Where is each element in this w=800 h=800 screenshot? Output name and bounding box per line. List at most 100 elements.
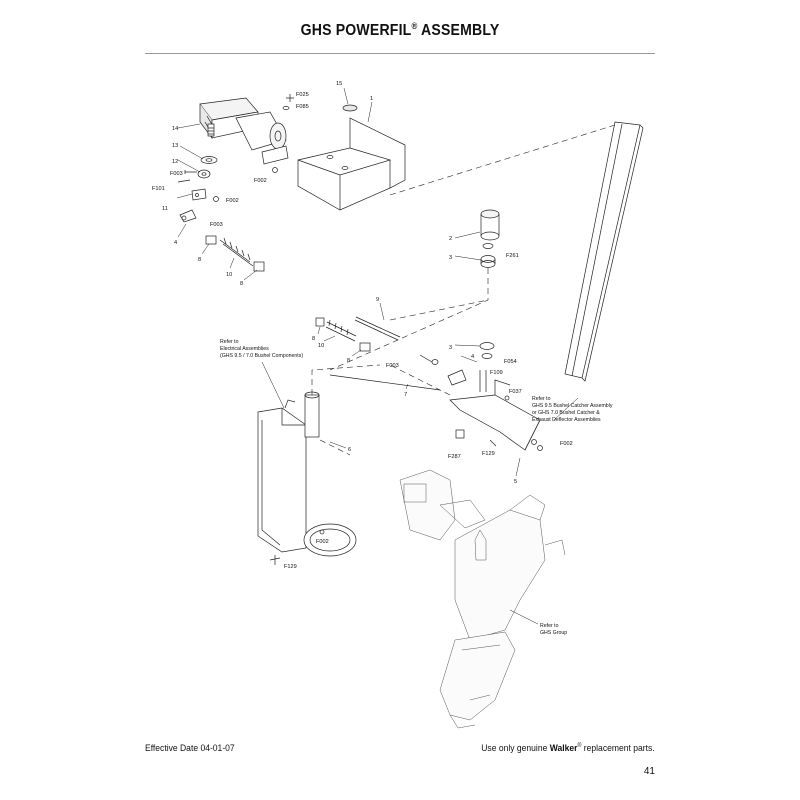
callout-10-b: 10 — [318, 343, 324, 349]
washer-F054 — [481, 353, 493, 359]
callout-F002-b: F002 — [254, 178, 267, 184]
housing-part-6 — [257, 391, 357, 557]
note-electrical: Refer to Electrical Assemblies (GHS 9.5 … — [220, 339, 303, 359]
genuine-parts-notice: Use only genuine Walker® replacement par… — [482, 743, 655, 754]
callout-8-a: 8 — [198, 257, 201, 263]
bushing-3b — [479, 342, 495, 350]
callout-F003-c: F003 — [386, 363, 399, 369]
catcher-frame-bar — [564, 121, 644, 382]
notice-prefix: Use only genuine — [481, 743, 551, 755]
header-rule — [145, 53, 655, 54]
callout-F287: F287 — [448, 454, 461, 460]
callout-F129-a: F129 — [482, 451, 495, 457]
callout-10-a: 10 — [226, 272, 232, 278]
screw-F037 — [504, 395, 510, 401]
effective-date: Effective Date 04-01-07 — [145, 743, 235, 754]
callout-8-d: 8 — [347, 358, 350, 364]
bolt-F101 — [177, 179, 191, 183]
brand-registered-mark: ® — [577, 743, 582, 749]
note-electrical-line-3: (GHS 9.5 / 7.0 Bushel Components) — [220, 353, 303, 359]
page-number: 41 — [643, 766, 655, 777]
callout-F025: F025 — [296, 92, 309, 98]
rod-end-4b — [447, 369, 467, 386]
callout-2: 2 — [449, 236, 452, 242]
collar-8c — [315, 317, 325, 327]
callout-3-a: 3 — [449, 255, 452, 261]
washer-13 — [200, 156, 218, 164]
note-catcher: Refer to GHS 9.5 Bushel Catcher Assembly… — [532, 396, 613, 423]
callout-9: 9 — [376, 297, 379, 303]
nut-12 — [197, 169, 211, 179]
rod-7 — [329, 374, 441, 391]
bracket-part-1 — [297, 117, 406, 211]
title-main: GHS POWERFIL — [300, 22, 412, 39]
cylinder-part-2 — [480, 209, 500, 249]
collar-8b — [253, 261, 265, 272]
note-electrical-line-2: Electrical Assemblies — [220, 346, 269, 352]
callout-7: 7 — [404, 392, 407, 398]
note-catcher-line-1: Refer to — [532, 396, 551, 402]
motor-part — [199, 97, 289, 165]
note-ghs-line-1: Refer to — [540, 623, 559, 629]
title-registered-mark: ® — [411, 21, 418, 31]
note-catcher-line-3: or GHS 7.0 Bushel Catcher & — [532, 410, 600, 416]
note-catcher-line-4: Exhaust Deflector Assemblies — [532, 417, 601, 423]
collar-8d — [359, 342, 371, 352]
rod-9 — [354, 316, 401, 341]
ghs-chute-assembly — [399, 469, 566, 729]
page-title: GHS POWERFIL® ASSEMBLY — [48, 21, 752, 40]
nut-F287 — [455, 429, 465, 439]
callout-1: 1 — [370, 96, 373, 102]
nut-F002a — [213, 196, 219, 202]
grommet-15 — [342, 104, 358, 112]
callout-3-b: 3 — [449, 345, 452, 351]
callout-F037: F037 — [509, 389, 522, 395]
callout-F002-a: F002 — [226, 198, 239, 204]
spring-10b — [325, 319, 357, 342]
pin-F109 — [479, 370, 487, 392]
screw-F129a — [489, 439, 497, 447]
notice-suffix: replacement parts. — [581, 743, 655, 755]
callout-6: 6 — [348, 447, 351, 453]
nut-F002b — [272, 167, 278, 173]
pivot-bracket-5 — [449, 379, 543, 451]
callout-15: 15 — [336, 81, 342, 87]
washer-F085 — [282, 106, 290, 110]
callout-5: 5 — [514, 479, 517, 485]
title-rest: ASSEMBLY — [417, 22, 500, 39]
centerlines — [311, 124, 616, 456]
screw-F129b — [269, 555, 281, 565]
callout-13: 13 — [172, 143, 178, 149]
note-ghs-line-2: GHS Group — [540, 630, 567, 636]
note-catcher-line-2: GHS 9.5 Bushel Catcher Assembly — [532, 403, 613, 409]
rod-end-4a — [179, 209, 197, 223]
callout-F129-b: F129 — [284, 564, 297, 570]
callout-4-a: 4 — [174, 240, 177, 246]
callout-F002-d: F002 — [316, 539, 329, 545]
callout-F085: F085 — [296, 104, 309, 110]
callout-4-b: 4 — [471, 354, 474, 360]
callout-F261: F261 — [506, 253, 519, 259]
callout-8-c: 8 — [312, 336, 315, 342]
callout-F054: F054 — [504, 359, 517, 365]
callout-8-b: 8 — [240, 281, 243, 287]
callout-labels: 15 1 F025 F085 14 13 12 F003 F101 F002 F… — [152, 81, 573, 570]
bolt-F003 — [184, 170, 197, 174]
callout-14: 14 — [172, 126, 178, 132]
collar-8a — [205, 235, 217, 245]
screw-F025 — [286, 94, 294, 102]
callout-12: 12 — [172, 159, 178, 165]
note-electrical-line-1: Refer to — [220, 339, 239, 345]
bracket-11 — [191, 188, 207, 201]
callout-F101: F101 — [152, 186, 165, 192]
spring-10a — [219, 237, 254, 267]
note-ghs-group: Refer to GHS Group — [540, 623, 567, 636]
callout-F003-b: F003 — [210, 222, 223, 228]
brand-name: Walker — [550, 743, 578, 755]
leader-lines — [176, 87, 579, 625]
bolt-F003c — [419, 354, 433, 363]
callout-11: 11 — [162, 206, 168, 212]
callout-F003-a: F003 — [170, 171, 183, 177]
